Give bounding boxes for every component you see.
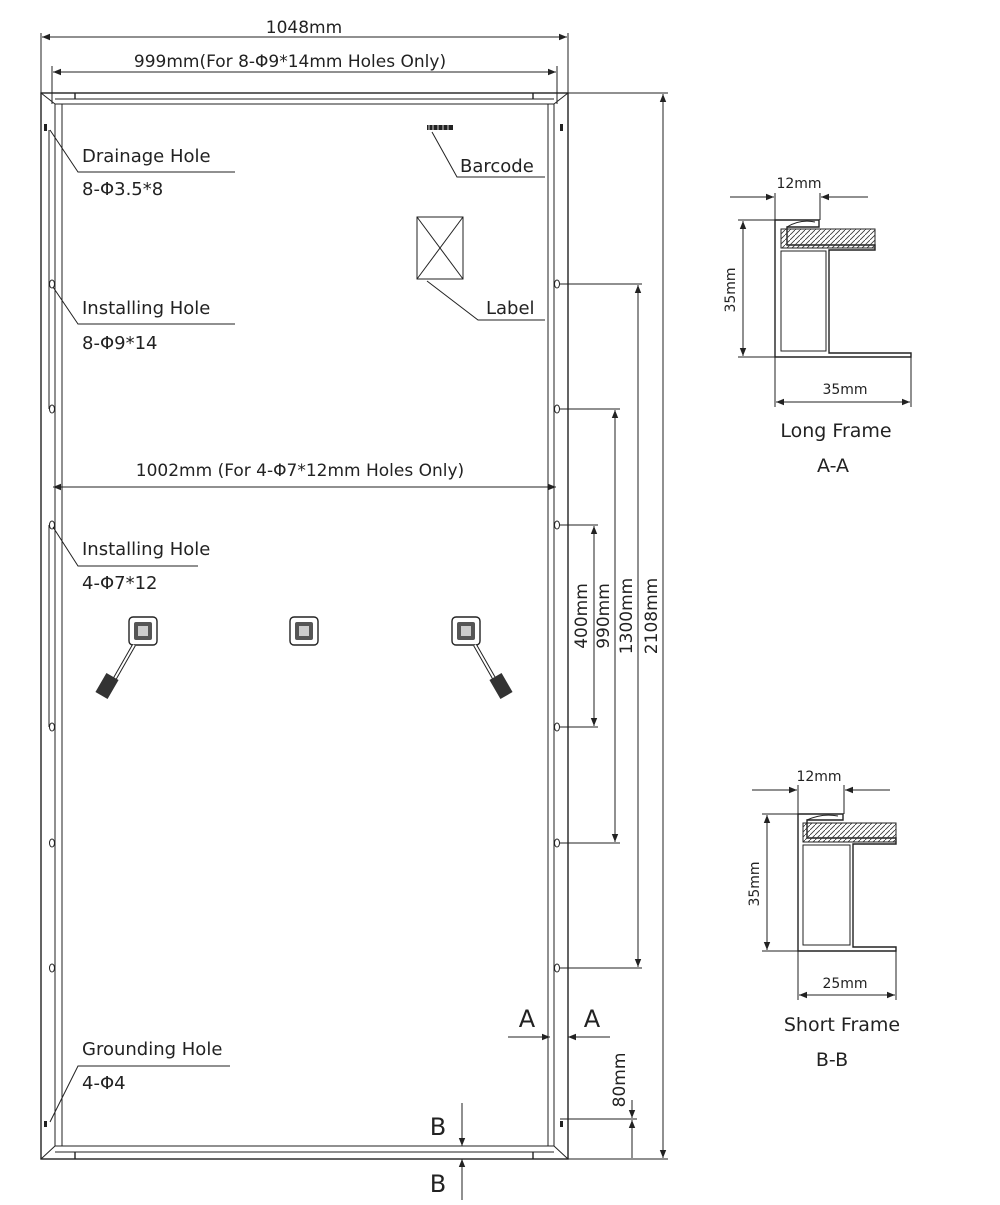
junction-box-center <box>289 616 319 646</box>
section-mark-b: B B <box>430 1103 466 1200</box>
dim-80: 80mm <box>560 1053 637 1158</box>
dim-1300-label: 1300mm <box>617 578 637 654</box>
panel-back-view <box>40 92 569 1160</box>
long-frame-section: 12mm 35mm 35mm Long Frame A-A <box>723 176 912 477</box>
callout-grounding: Grounding Hole 4-Φ4 <box>49 1039 230 1123</box>
callout-barcode: Barcode <box>431 131 545 178</box>
grounding-hole-title: Grounding Hole <box>82 1039 222 1060</box>
long-frame-top-dim: 12mm <box>776 176 821 192</box>
junction-box-left <box>95 616 158 700</box>
dim-990: 990mm <box>560 408 620 844</box>
dim-overall-width: 1048mm <box>40 18 569 93</box>
section-b-top: B <box>430 1113 446 1141</box>
dim-400-label: 400mm <box>572 583 592 649</box>
drainage-hole-title: Drainage Hole <box>82 146 211 167</box>
label-title: Label <box>486 298 535 319</box>
barcode-title: Barcode <box>460 156 534 177</box>
section-a-right: A <box>584 1005 601 1033</box>
short-frame-title: Short Frame <box>784 1014 900 1036</box>
installing-hole-1-title: Installing Hole <box>82 298 210 319</box>
installing-hole-1-spec: 8-Φ9*14 <box>82 333 157 354</box>
short-frame-bottom-dim: 25mm <box>822 976 867 992</box>
long-frame-bottom-dim: 35mm <box>822 382 867 398</box>
dim-top-hole-span: 999mm(For 8-Φ9*14mm Holes Only) <box>51 52 558 104</box>
mid-hole-span-label: 1002mm (For 4-Φ7*12mm Holes Only) <box>136 461 464 481</box>
dim-mid-hole-span: 1002mm (For 4-Φ7*12mm Holes Only) <box>53 461 556 491</box>
dim-990-label: 990mm <box>594 583 614 649</box>
callout-drainage: Drainage Hole 8-Φ3.5*8 <box>49 129 235 200</box>
callout-installing-1: Installing Hole 8-Φ9*14 <box>52 286 235 354</box>
short-frame-section-label: B-B <box>816 1049 848 1071</box>
junction-box-right <box>451 616 513 700</box>
dim-2108-label: 2108mm <box>642 578 662 654</box>
section-mark-a: A A <box>508 1005 610 1041</box>
section-b-bottom: B <box>430 1170 446 1198</box>
panel-inner-frame <box>54 103 555 1147</box>
dim-2108: 2108mm <box>568 92 668 1160</box>
grounding-hole-spec: 4-Φ4 <box>82 1073 126 1094</box>
long-frame-section-label: A-A <box>817 455 849 477</box>
dim-80-label: 80mm <box>610 1053 630 1108</box>
installing-hole-2-title: Installing Hole <box>82 539 210 560</box>
short-frame-top-dim: 12mm <box>796 769 841 785</box>
top-hole-span-label: 999mm(For 8-Φ9*14mm Holes Only) <box>134 52 446 72</box>
long-frame-side-dim: 35mm <box>723 267 739 312</box>
drainage-holes <box>44 124 563 1127</box>
short-frame-side-dim: 35mm <box>747 861 763 906</box>
long-frame-title: Long Frame <box>780 420 891 442</box>
callout-installing-2: Installing Hole 4-Φ7*12 <box>52 526 210 594</box>
drainage-hole-spec: 8-Φ3.5*8 <box>82 179 163 200</box>
dim-400: 400mm <box>560 524 598 728</box>
overall-width-label: 1048mm <box>266 18 342 38</box>
barcode-graphic <box>427 125 453 130</box>
short-frame-section: 12mm 35mm 25mm Short Frame B-B <box>747 769 900 1071</box>
panel-outer-frame <box>40 92 569 1160</box>
section-a-left: A <box>519 1005 536 1033</box>
label-graphic <box>416 216 464 280</box>
dim-1300: 1300mm <box>560 283 642 969</box>
callout-label: Label <box>426 280 545 321</box>
installing-holes <box>48 130 560 973</box>
installing-hole-2-spec: 4-Φ7*12 <box>82 573 157 594</box>
